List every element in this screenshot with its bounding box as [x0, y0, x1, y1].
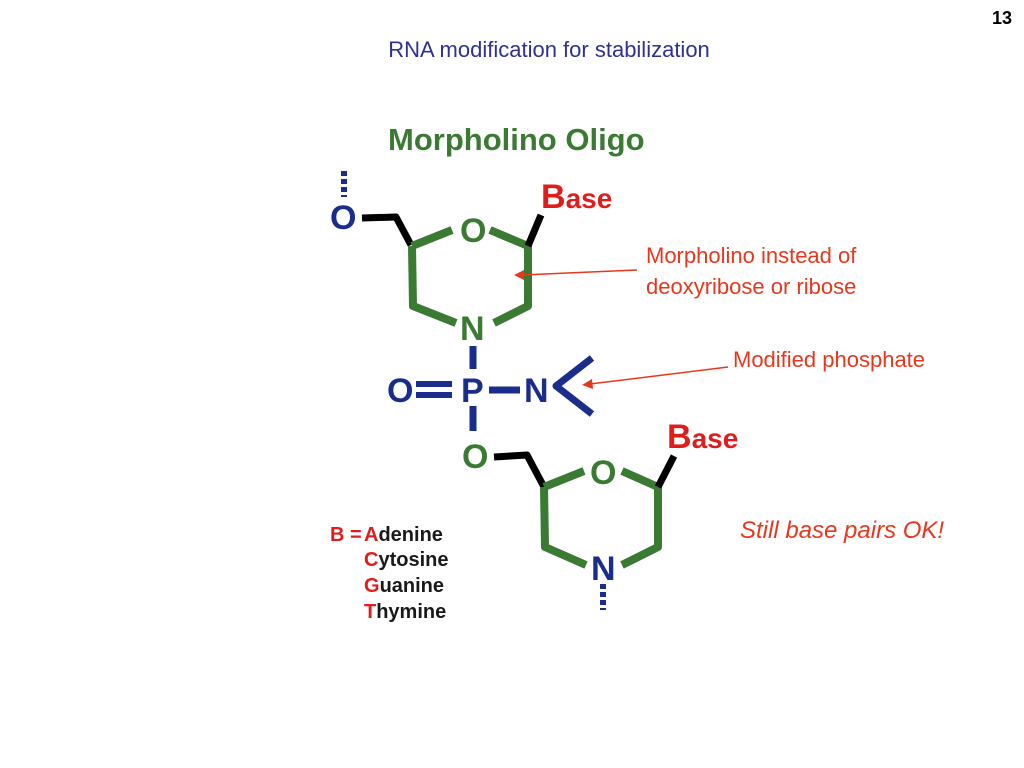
- base-label-bottom: Base: [667, 418, 738, 456]
- legend-item-thymine: Thymine: [364, 601, 446, 623]
- annotation-base-pairs: Still base pairs OK!: [740, 517, 945, 544]
- ring-top: [408, 226, 532, 327]
- arrow-line-phosphate: [589, 366, 729, 385]
- arrow-line-morpholino: [521, 269, 638, 276]
- atom-n-ring-bottom: N: [591, 550, 616, 588]
- legend-item-guanine: Guanine: [364, 575, 444, 597]
- atom-o-bottom-chain: O: [462, 438, 488, 476]
- atom-o-top-chain: O: [330, 199, 356, 237]
- legend-item-cytosine: Cytosine: [364, 549, 448, 571]
- arrow-head-phosphate: [582, 379, 593, 389]
- atom-p: P: [461, 372, 484, 410]
- bond-ch2-top: [361, 213, 415, 247]
- figure-title: Morpholino Oligo: [388, 122, 645, 157]
- legend-prefix: B =: [330, 524, 362, 546]
- page-number: 13: [991, 8, 1012, 28]
- dimethyl-bonds: [552, 355, 595, 417]
- legend-item-adenine: Adenine: [364, 524, 443, 546]
- atom-n-dimethyl: N: [524, 372, 549, 410]
- annotation-phosphate: Modified phosphate: [733, 347, 926, 372]
- bond-base-bottom: [654, 454, 678, 489]
- arrow-head-morpholino: [514, 270, 524, 280]
- atom-o-double: O: [387, 372, 413, 410]
- atom-o-ring-bottom: O: [590, 454, 616, 492]
- ring-bottom: [540, 467, 662, 569]
- base-legend: B = Adenine Cytosine Guanine Thymine: [330, 524, 448, 623]
- atom-o-ring-top: O: [460, 212, 486, 250]
- bond-ch2-bottom: [493, 451, 548, 489]
- base-label-top: Base: [541, 178, 612, 216]
- slide-title: RNA modification for stabilization: [388, 37, 710, 62]
- annotation-morpholino: Morpholino instead of deoxyribose or rib…: [646, 243, 857, 299]
- bond-base-top: [524, 213, 545, 248]
- atom-n-ring-top: N: [460, 310, 485, 348]
